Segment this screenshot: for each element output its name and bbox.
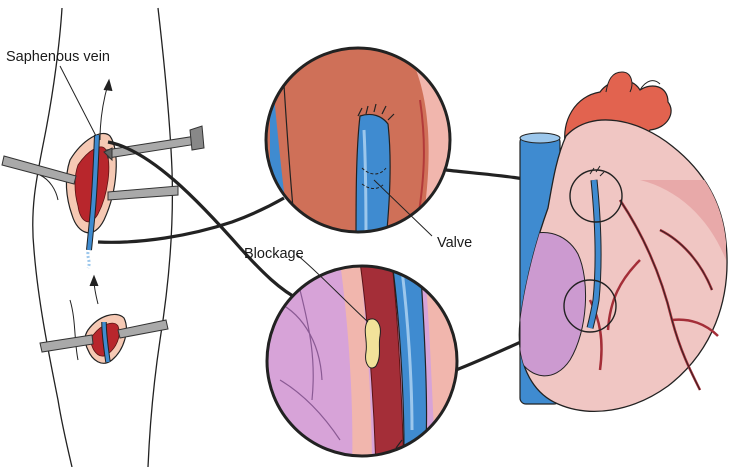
zoom-circle-blockage-bottom: [262, 262, 480, 467]
heart-illustration: [519, 72, 727, 411]
leg-crease: [70, 300, 78, 360]
connector-leg-to-top-zoom: [98, 198, 284, 242]
zoom-circle-graft-top: [260, 40, 470, 240]
label-saphenous-vein: Saphenous vein: [6, 49, 110, 65]
blockage-plaque: [365, 319, 380, 368]
label-blockage: Blockage: [244, 246, 304, 262]
label-valve: Valve: [437, 235, 472, 251]
graft-vein-top: [356, 114, 390, 240]
